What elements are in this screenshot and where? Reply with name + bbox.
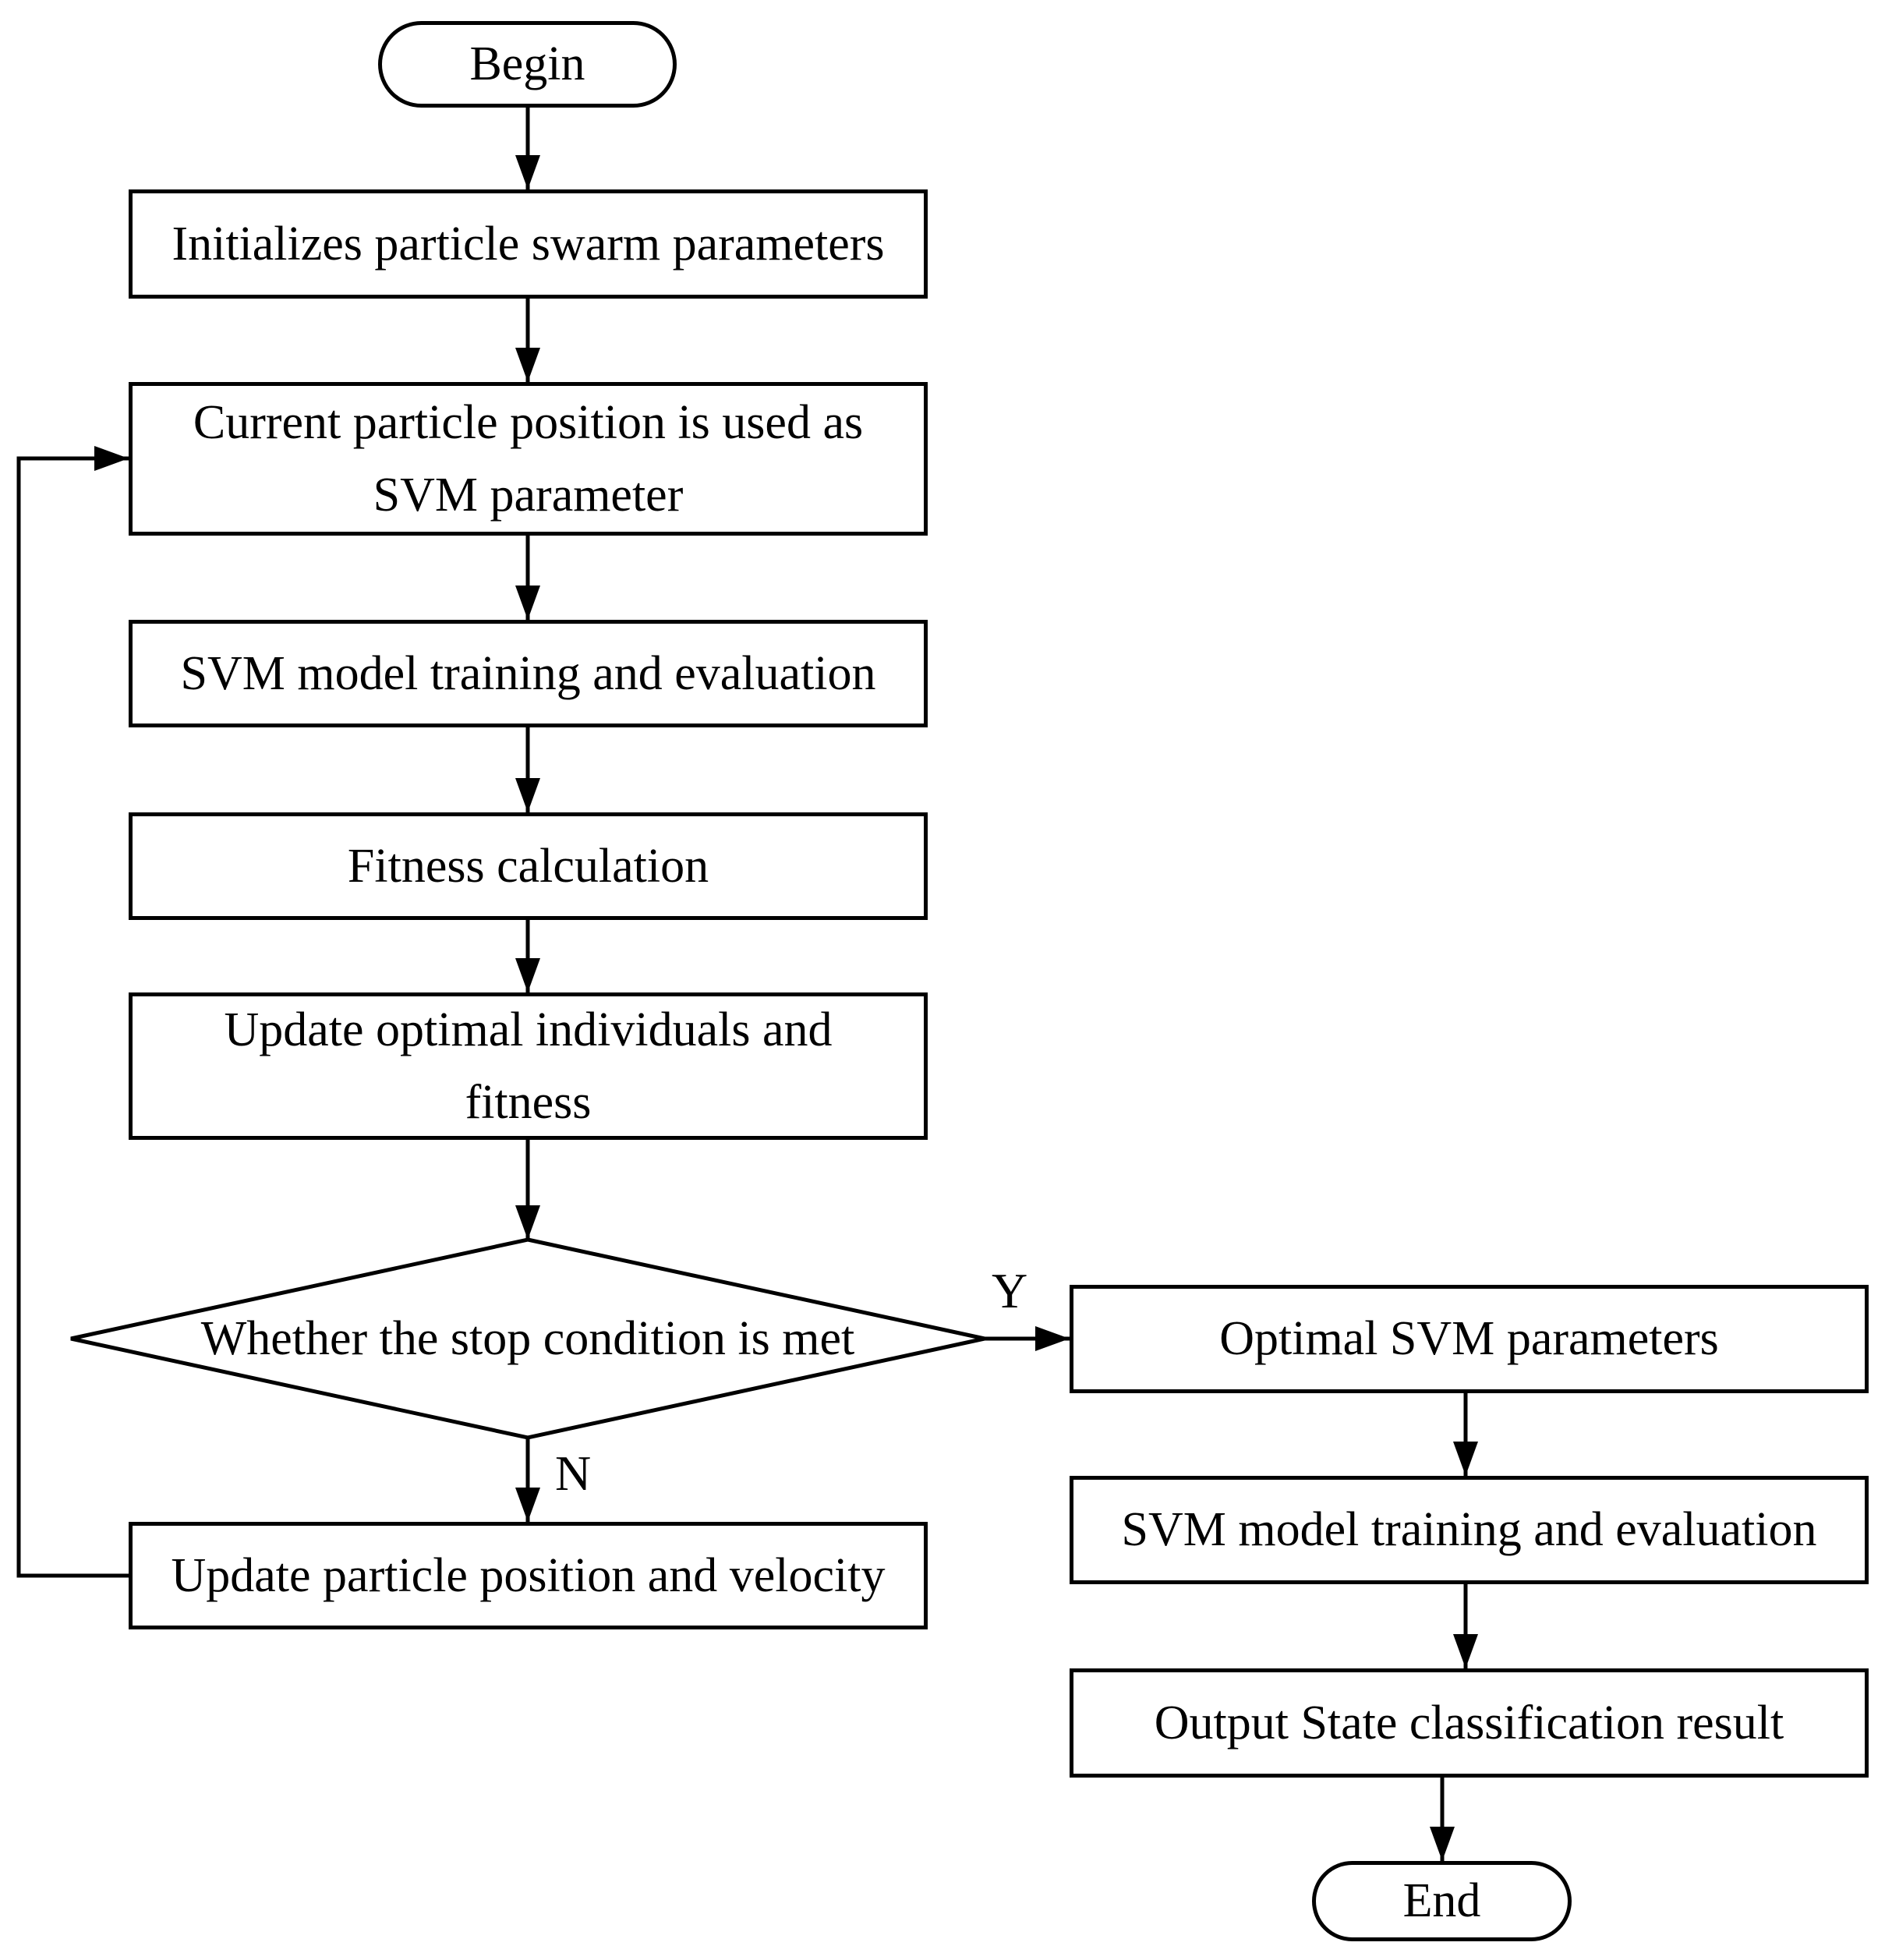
- node-fitness-calculation-label: Fitness calculation: [347, 839, 709, 893]
- node-svm-training-loop: SVM model training and evaluation: [129, 620, 928, 727]
- node-update-particle-position-velocity: Update particle position and velocity: [129, 1522, 928, 1629]
- node-svm-training-loop-label: SVM model training and evaluation: [180, 646, 876, 700]
- node-fitness-calculation: Fitness calculation: [129, 812, 928, 920]
- node-update-optimal-individuals-label: Update optimal individuals and fitness: [224, 1003, 833, 1129]
- node-svm-training-final: SVM model training and evaluation: [1070, 1476, 1869, 1584]
- node-initialize-swarm-parameters: Initializes particle swarm parameters: [129, 189, 928, 299]
- node-stop-condition-decision-label: Whether the stop condition is met: [200, 1311, 855, 1365]
- node-begin: Begin: [378, 21, 677, 108]
- node-update-optimal-individuals: Update optimal individuals and fitness: [129, 992, 928, 1140]
- node-initialize-swarm-parameters-label: Initializes particle swarm parameters: [172, 217, 885, 271]
- node-optimal-svm-parameters-label: Optimal SVM parameters: [1219, 1312, 1719, 1365]
- edge-feedback-loop: [16, 446, 129, 1578]
- branch-label-yes: Y: [992, 1263, 1028, 1318]
- node-optimal-svm-parameters: Optimal SVM parameters: [1070, 1285, 1869, 1393]
- node-output-classification-result: Output State classification result: [1070, 1668, 1869, 1778]
- node-update-particle-position-velocity-label: Update particle position and velocity: [171, 1548, 886, 1602]
- node-begin-label: Begin: [469, 37, 585, 90]
- node-output-classification-result-label: Output State classification result: [1154, 1696, 1784, 1749]
- node-svm-training-final-label: SVM model training and evaluation: [1121, 1503, 1817, 1556]
- node-end-label: End: [1402, 1874, 1481, 1927]
- node-current-particle-position-label: Current particle position is used as SVM…: [193, 395, 864, 522]
- branch-label-no: N: [555, 1445, 592, 1501]
- node-current-particle-position: Current particle position is used as SVM…: [129, 382, 928, 536]
- node-end: End: [1312, 1861, 1572, 1941]
- node-stop-condition-decision: Whether the stop condition is met: [138, 1263, 918, 1414]
